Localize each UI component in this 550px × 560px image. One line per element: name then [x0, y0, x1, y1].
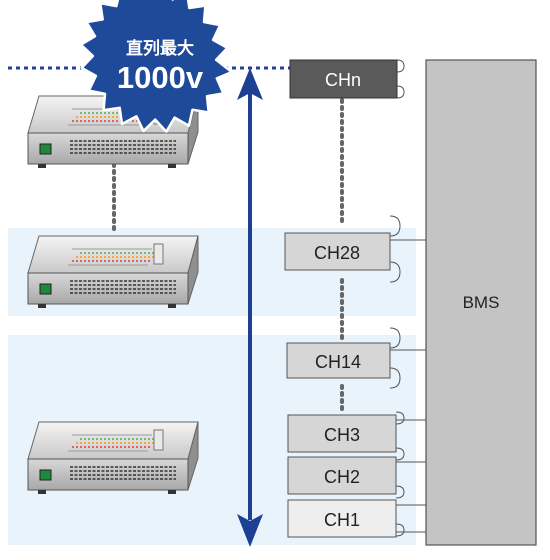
- channel-box-ch2: [287, 456, 397, 495]
- channel-box-ch1: [287, 499, 397, 538]
- power-supply-unit-middle: [27, 235, 199, 309]
- channel-box-ch28: [284, 232, 391, 271]
- channel-label-ch2: CH2: [324, 467, 360, 487]
- badge-line1: 直列最大: [126, 38, 194, 58]
- bms-connection-lines: [389, 59, 426, 537]
- bms-label: BMS: [463, 293, 500, 312]
- channel-box-ch3: [287, 414, 397, 453]
- channel-label-ch28: CH28: [314, 243, 360, 263]
- channel-label-ch3: CH3: [324, 425, 360, 445]
- channel-label-chn: CHn: [325, 70, 361, 90]
- channel-box-chn: [289, 59, 398, 99]
- bms-box: [425, 59, 537, 546]
- badge-line2: 1000v: [117, 60, 204, 95]
- channel-label-ch14: CH14: [315, 352, 361, 372]
- max-voltage-badge: 直列最大 1000v: [79, 0, 234, 133]
- channel-label-ch1: CH1: [324, 510, 360, 530]
- channel-box-ch14: [286, 342, 391, 379]
- voltage-double-arrow: [237, 68, 263, 547]
- power-supply-unit-bottom: [27, 421, 199, 495]
